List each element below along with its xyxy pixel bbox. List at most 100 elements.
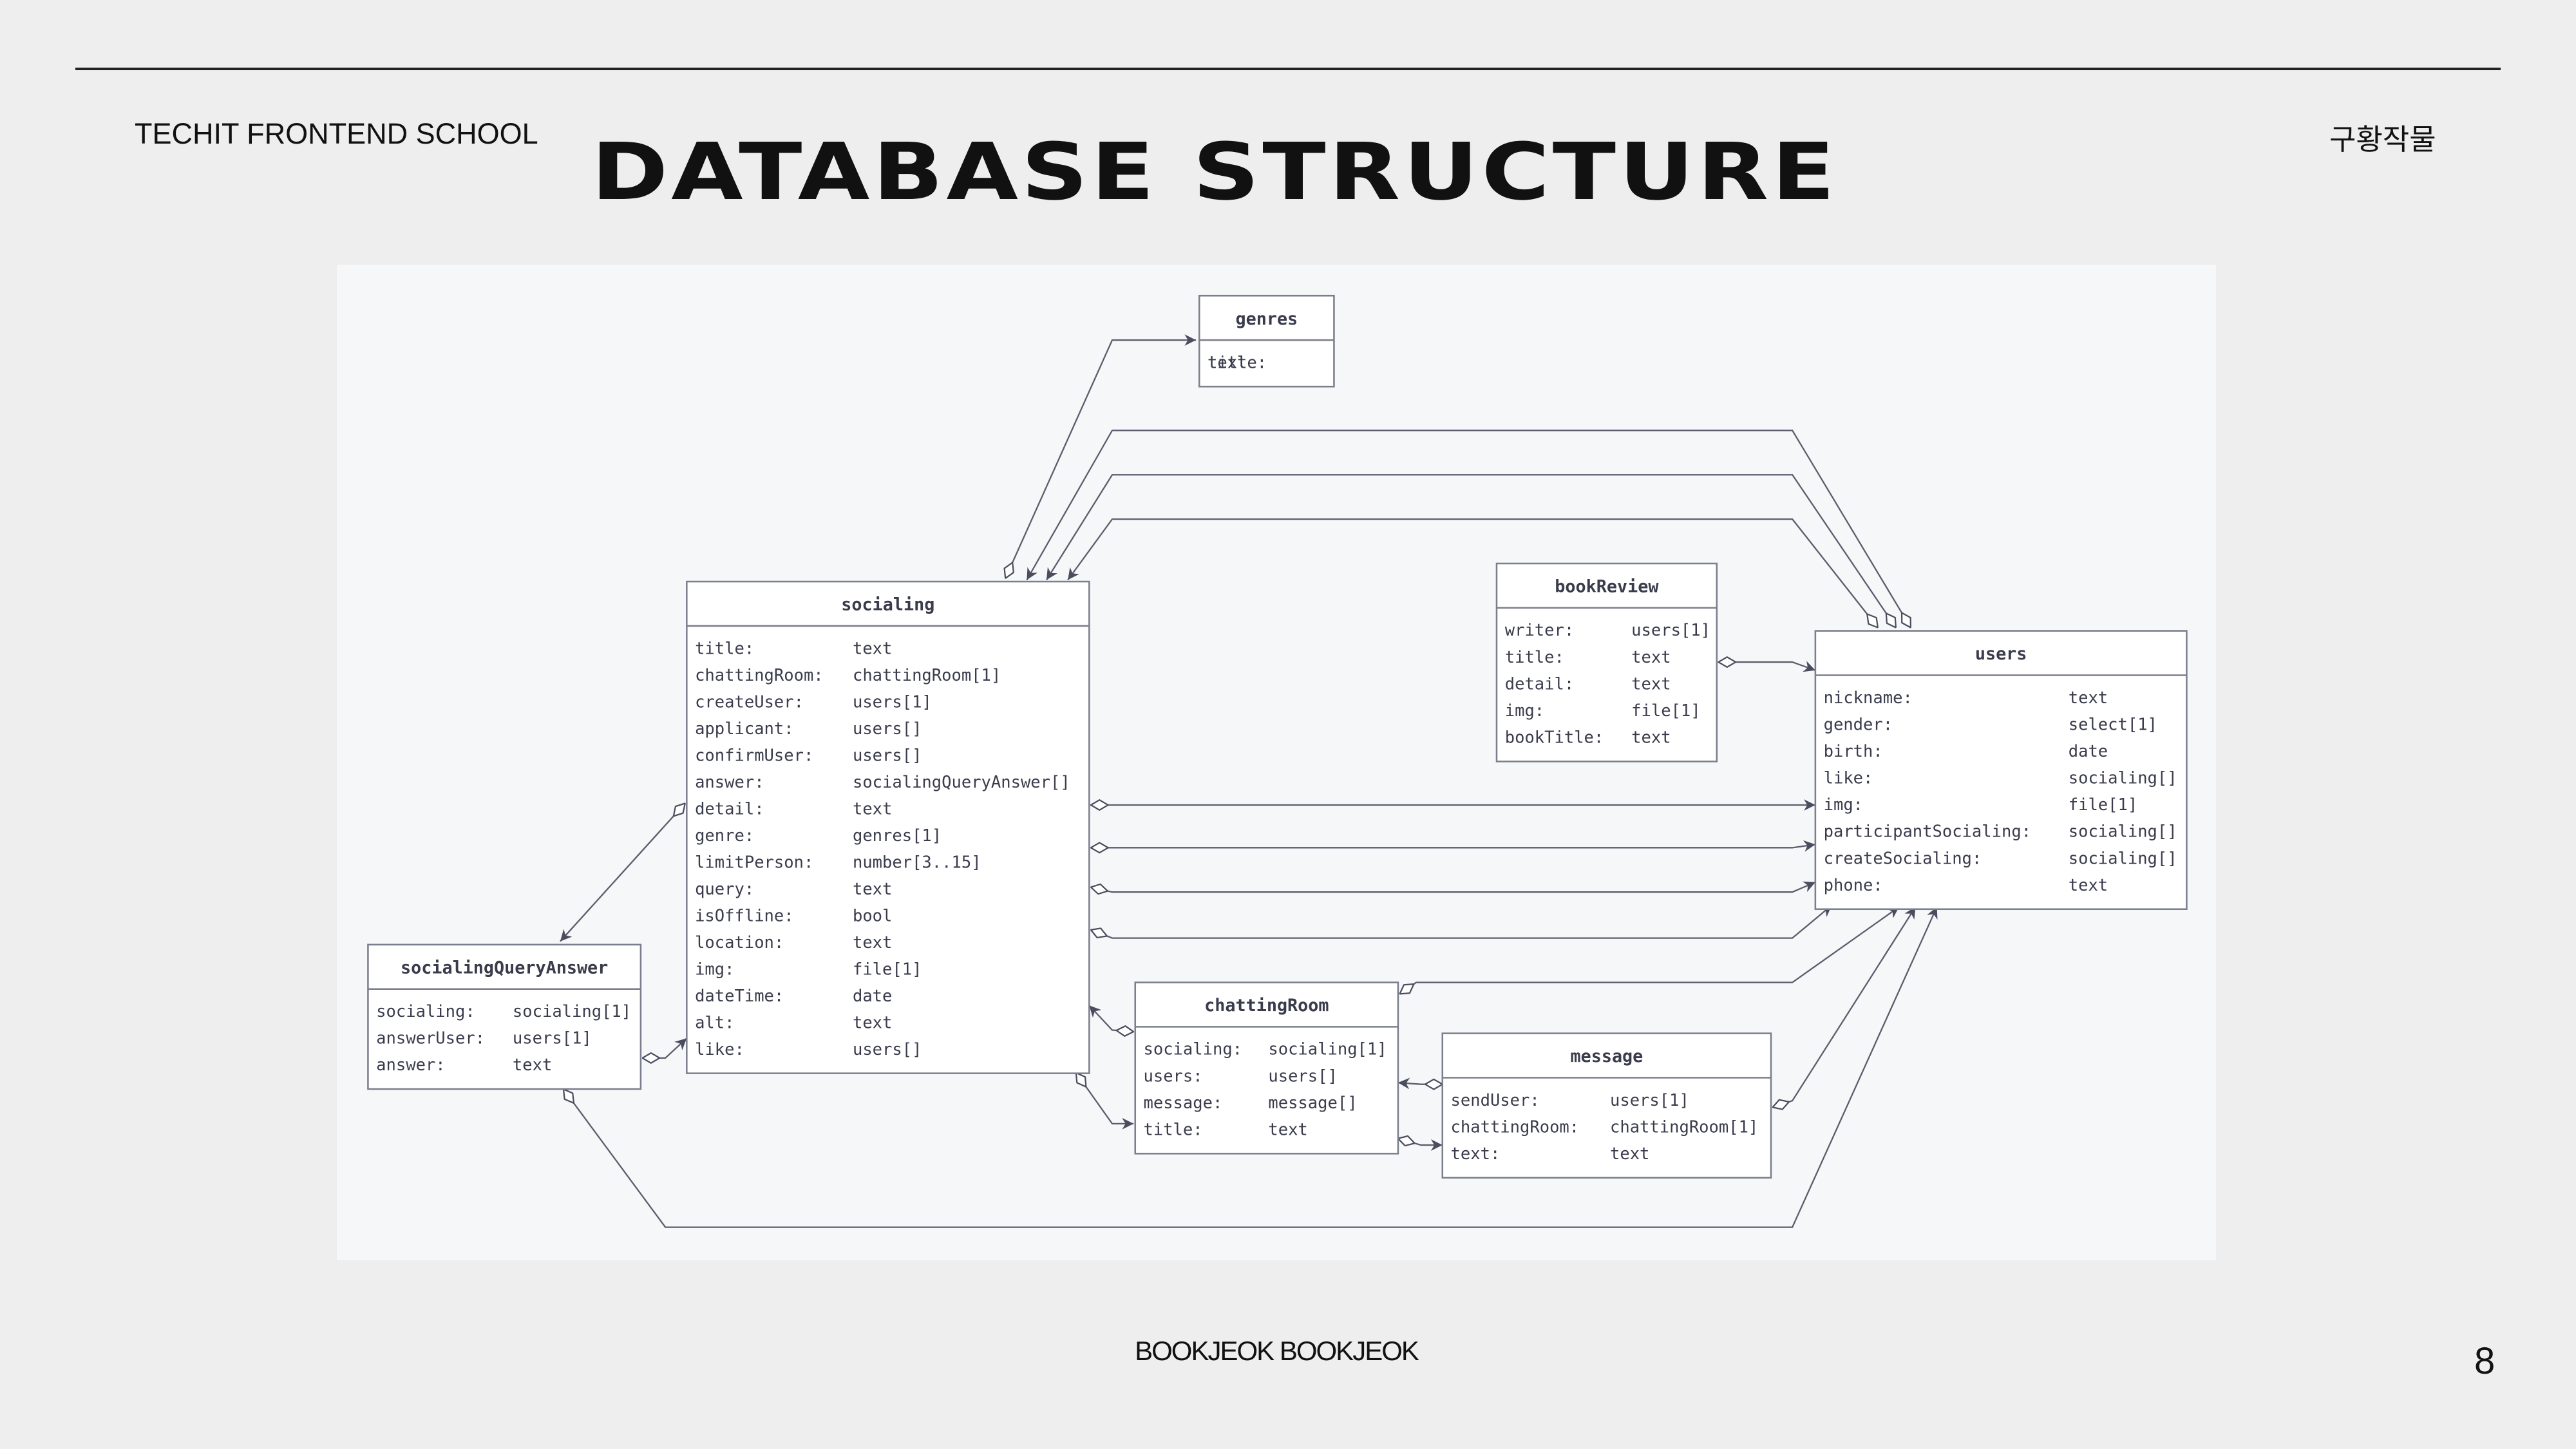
entity-socialing: socialing title: text chattingRoom: chatting… xyxy=(686,580,1090,1074)
field-name: like: xyxy=(695,1040,744,1059)
field-type: text xyxy=(513,1056,552,1075)
field-name: query: xyxy=(695,880,754,899)
relationship-connector xyxy=(1399,906,1900,994)
relationship-connector xyxy=(1091,904,1833,939)
field-name: like: xyxy=(1824,769,1873,788)
relationship-connector xyxy=(1046,474,1896,627)
relationship-connector xyxy=(1067,518,1878,627)
relationship-connector xyxy=(560,803,685,942)
field-name: title: xyxy=(1505,648,1564,667)
relationship-lines xyxy=(560,340,1938,1228)
field-type: select[1] xyxy=(2069,715,2157,734)
field-name: genre: xyxy=(695,826,754,846)
field-type: text xyxy=(1268,1120,1307,1139)
field-name: birth: xyxy=(1824,742,1883,761)
entity-socialingQueryAnswer: socialingQueryAnswer socialing: socialing[… xyxy=(367,943,642,1090)
field-type: text xyxy=(853,639,892,658)
field-type: file[1] xyxy=(1631,701,1700,721)
entity-box xyxy=(1134,981,1399,1155)
relationship-connector xyxy=(1397,1083,1443,1084)
field-name: createSocialing: xyxy=(1824,849,1982,868)
author-label: 구황작물 xyxy=(2329,123,2436,156)
field-type: users[] xyxy=(1268,1066,1337,1086)
entities: genrestitle:textsocialingtitle:textchatt… xyxy=(367,294,2188,1179)
entity-title: socialingQueryAnswer xyxy=(401,958,608,978)
field-name: bookTitle: xyxy=(1505,728,1604,748)
field-name: title: xyxy=(1144,1120,1203,1139)
field-name: alt: xyxy=(695,1013,734,1032)
relationship-connector xyxy=(642,1037,688,1058)
top-divider xyxy=(75,68,2501,70)
field-type: chattingRoom[1] xyxy=(853,666,1001,685)
field-type: text xyxy=(1631,674,1671,694)
field-name: limitPerson: xyxy=(695,853,813,872)
field-type: text xyxy=(853,1013,892,1032)
field-name: title: xyxy=(1208,353,1267,372)
field-name: detail: xyxy=(695,799,764,819)
relationship-connector xyxy=(1005,340,1197,578)
field-name: text: xyxy=(1451,1144,1501,1164)
field-name: createUser: xyxy=(695,692,804,712)
relationship-connector xyxy=(1398,1139,1443,1145)
field-type: socialing[] xyxy=(2069,849,2177,868)
entity-title: bookReview xyxy=(1555,577,1659,597)
field-name: socialing: xyxy=(376,1002,475,1021)
field-type: users[] xyxy=(853,746,922,765)
field-name: participantSocialing: xyxy=(1824,822,2031,842)
field-type: message[] xyxy=(1268,1094,1357,1113)
relationship-connector xyxy=(1088,1005,1133,1032)
entity-chattingRoom: chattingRoom socialing: socialing[1] users:… xyxy=(1134,981,1399,1155)
entity-title: users xyxy=(1975,644,2027,664)
field-name: users: xyxy=(1144,1066,1203,1086)
school-label: TECHIT FRONTEND SCHOOL xyxy=(135,117,538,150)
entity-box xyxy=(1495,562,1718,762)
field-name: message: xyxy=(1144,1094,1223,1113)
field-name: detail: xyxy=(1505,674,1574,694)
field-type: users[] xyxy=(853,1040,922,1059)
relationship-connector xyxy=(1773,906,1917,1107)
field-type: date xyxy=(2069,742,2108,761)
entity-title: chattingRoom xyxy=(1204,996,1329,1016)
field-name: isOffline: xyxy=(695,906,794,925)
field-type: users[] xyxy=(853,719,922,739)
relationship-connector xyxy=(1026,430,1910,627)
page-number: 8 xyxy=(2474,1340,2496,1382)
field-type: socialingQueryAnswer[] xyxy=(853,773,1070,792)
field-name: confirmUser: xyxy=(695,746,813,765)
entity-box xyxy=(1814,630,2188,911)
field-name: gender: xyxy=(1824,715,1893,734)
field-type: users[1] xyxy=(1631,621,1710,640)
entity-bookReview: bookReviewwriter:users[1]title:textdetai… xyxy=(1495,562,1718,762)
field-type: socialing[1] xyxy=(513,1002,631,1021)
field-type: file[1] xyxy=(2069,795,2137,815)
field-name: applicant: xyxy=(695,719,794,739)
field-type: chattingRoom[1] xyxy=(1610,1117,1758,1137)
field-name: dateTime: xyxy=(695,987,784,1006)
field-name: title: xyxy=(695,639,754,658)
relationship-connector xyxy=(1076,1073,1134,1124)
field-type: socialing[1] xyxy=(1268,1040,1387,1059)
field-type: genres[1] xyxy=(853,826,942,846)
field-name: nickname: xyxy=(1824,688,1913,708)
field-type: text xyxy=(1631,648,1671,667)
field-name: img: xyxy=(1505,701,1544,721)
field-type: socialing[] xyxy=(2069,769,2177,788)
field-name: sendUser: xyxy=(1451,1091,1540,1110)
entity-title: socialing xyxy=(841,595,934,615)
field-type: text xyxy=(853,880,892,899)
field-name: answer: xyxy=(695,773,764,792)
entity-message: messagesendUser:users[1]chattingRoom:cha… xyxy=(1441,1032,1772,1179)
field-name: socialing: xyxy=(1144,1040,1243,1059)
footer-project: BOOKJEOK BOOKJEOK xyxy=(1135,1336,1419,1366)
field-type: text xyxy=(2069,688,2108,708)
field-type: number[3..15] xyxy=(853,853,981,872)
field-type: users[1] xyxy=(513,1029,592,1048)
relationship-connector xyxy=(1718,662,1816,670)
relationship-connector xyxy=(1091,844,1816,848)
field-type: users[1] xyxy=(1610,1091,1689,1110)
entity-box xyxy=(1441,1032,1772,1179)
field-name: chattingRoom: xyxy=(695,666,824,685)
entity-box xyxy=(1198,294,1335,388)
entity-box xyxy=(367,943,642,1090)
